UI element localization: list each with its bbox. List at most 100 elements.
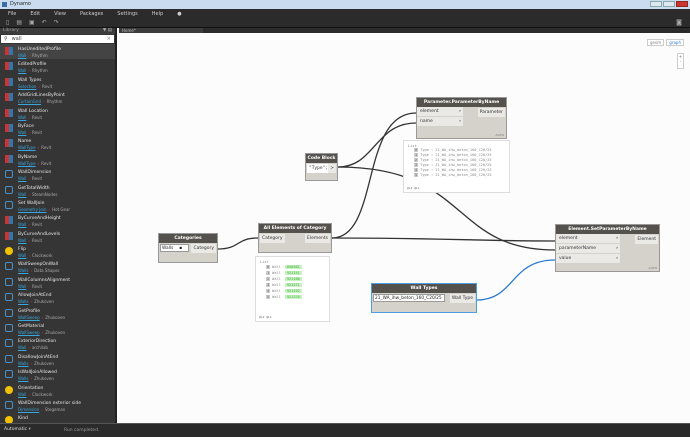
geometry-view-button[interactable]: geom [646,39,665,46]
code-block-node[interactable]: Code Block "Type"; > [305,153,338,181]
minimize-button[interactable] [650,1,662,7]
library-item-category[interactable]: Walls [18,376,29,382]
input-port-element[interactable]: element› [417,107,463,116]
output-port-wall-type[interactable]: Wall Type [449,294,475,303]
redo-icon[interactable]: ↷ [53,19,59,26]
library-item[interactable]: AddGridLinesByPoint CurtainGrid›Rhythm [0,90,115,105]
clear-search-icon[interactable]: × [106,36,111,42]
input-port-value[interactable]: value› [556,254,620,263]
library-item-category[interactable]: Dimension [18,406,40,412]
maximize-button[interactable] [663,1,675,7]
library-item-category[interactable]: Wall [18,176,27,182]
input-port-element[interactable]: element› [556,234,620,243]
all-elements-of-category-node[interactable]: All Elements of Category Category Elemen… [258,223,332,253]
graph-view-button[interactable]: graph [666,39,684,46]
library-item[interactable]: Orientation Wall›Clockwork [0,383,115,398]
library-item[interactable]: Set WallJoin Geometry Join›Hot Gear [0,198,115,213]
library-item[interactable]: EditedProfile Wall›Rhythm [0,59,115,74]
library-item[interactable]: HasUneditedProfile Wall›Rhythm [0,44,115,60]
menu-file[interactable]: File [8,10,17,17]
menu-settings[interactable]: Settings [117,10,138,17]
element-id[interactable]: 850561 [284,265,302,269]
library-item-category[interactable]: Walls [18,268,29,274]
element-id[interactable]: 921180 [284,277,302,281]
library-item[interactable]: ByCurveAndLevels Wall›Revit [0,229,115,244]
run-mode-dropdown[interactable]: Automatic [4,427,31,432]
undo-icon[interactable]: ↶ [41,19,47,26]
library-item[interactable]: AllowJoinAtEnd Walls›Zhukoven [0,290,115,305]
library-item-category[interactable]: Wall [18,68,27,74]
library-item-category[interactable]: WallType [18,160,36,166]
library-item-category[interactable]: Walls [18,360,29,366]
open-file-icon[interactable]: ▤ [16,19,22,26]
library-item-category[interactable]: Wall [18,283,27,289]
library-item[interactable]: ByName WallType›Revit [0,152,115,167]
library-item-category[interactable]: WallSweep [18,330,40,336]
tab-home[interactable]: Home* [119,28,203,33]
library-item[interactable]: WallColumnsAlignment Wall›Revit [0,275,115,290]
library-item[interactable]: ByFace Wall›Revit [0,121,115,136]
output-port-category[interactable]: Category [191,244,216,253]
library-item[interactable]: DisallowJoinAtEnd Walls›Zhukoven [0,352,115,367]
save-icon[interactable]: ▣ [28,19,35,26]
output-port-element[interactable]: Element [635,235,658,244]
library-item-category[interactable]: Wall [18,129,27,135]
screenshot-icon[interactable]: ◙ [676,19,682,26]
library-item-category[interactable]: Geometry Join [18,206,47,212]
library-item[interactable]: WallDimension exterior side Dimension›St… [0,398,115,413]
library-item[interactable]: ByCurveAndHeight Wall›Revit [0,213,115,228]
library-item[interactable]: GetMaterial WallSweep›Zhukoven [0,321,115,336]
library-item[interactable]: WallSweepOnWall Walls›Data Shapes [0,259,115,274]
element-id[interactable]: 921376 [284,295,302,299]
library-item-category[interactable]: Wall [18,114,27,120]
library-item[interactable]: Wall Types Selection›Revit [0,75,115,90]
library-item-category[interactable]: Wall [18,253,27,259]
set-parameter-by-name-node[interactable]: Element.SetParameterByName element› para… [555,224,660,272]
library-item-category[interactable]: WallType [18,145,36,151]
category-dropdown[interactable]: Walls▪ [160,244,189,252]
library-item-category[interactable]: Selection [18,83,37,89]
new-file-icon[interactable]: ▯ [6,19,10,26]
library-item-category[interactable]: Wall [18,391,27,397]
library-item[interactable]: WallDimension Wall›Revit [0,167,115,182]
menu-view[interactable]: View [54,10,66,17]
wall-types-node[interactable]: Wall Types 21_WA_ihw_beton_160_C20/25 Wa… [371,283,477,313]
zoom-out-button[interactable]: - [679,59,682,64]
parameter-by-name-node[interactable]: Parameter.ParameterByName element› name›… [416,97,507,139]
menu-packages[interactable]: Packages [79,10,104,17]
element-id[interactable]: 921151 [284,271,302,275]
input-port-category[interactable]: Category [260,234,285,243]
library-item-category[interactable]: Wall [18,53,27,58]
library-item[interactable]: GetProfile WallSweep›Zhukoven [0,306,115,321]
zoom-in-button[interactable]: + [678,54,683,59]
library-item-category[interactable]: Wall [18,345,27,351]
code-input[interactable]: "Type"; [307,164,330,173]
search-input[interactable]: wall [11,36,22,42]
library-item-category[interactable]: Wall [18,222,27,228]
library-item[interactable]: IsWallJoinAllowed Walls›Zhukoven [0,367,115,382]
library-item[interactable]: GetTotalWidth Wall›SteamNodes [0,183,115,198]
user-icon[interactable]: ● [177,10,182,17]
filter-icon[interactable]: ▼ ▤ [102,28,112,33]
element-id[interactable]: 921271 [284,283,302,287]
library-item[interactable]: Flip Wall›Clockwork [0,244,115,259]
wall-type-dropdown[interactable]: 21_WA_ihw_beton_160_C20/25 [373,294,445,302]
library-item[interactable]: ExteriorDirection Wall›archilab [0,336,115,351]
input-port-name[interactable]: name› [417,117,463,126]
categories-node[interactable]: Categories Walls▪ Category [158,233,218,263]
output-port-elements[interactable]: Elements [305,234,330,243]
library-item[interactable]: Name WallType›Revit [0,136,115,151]
input-port-parametername[interactable]: parameterName› [556,244,620,253]
output-port-parameter[interactable]: Parameter [477,108,505,117]
library-item-category[interactable]: Walls [18,299,29,305]
library-item-category[interactable]: CurtainGrid [18,99,42,105]
library-item-category[interactable]: WallSweep [18,314,40,320]
element-id[interactable]: 921292 [284,289,302,293]
library-item-category[interactable]: Wall [18,237,27,243]
library-item[interactable]: Wall Location Wall›Revit [0,106,115,121]
library-item-category[interactable]: Wall [18,191,27,197]
close-button[interactable] [676,1,688,7]
menu-help[interactable]: Help [151,10,164,17]
menu-edit[interactable]: Edit [30,10,41,17]
output-port[interactable]: > [328,164,336,173]
